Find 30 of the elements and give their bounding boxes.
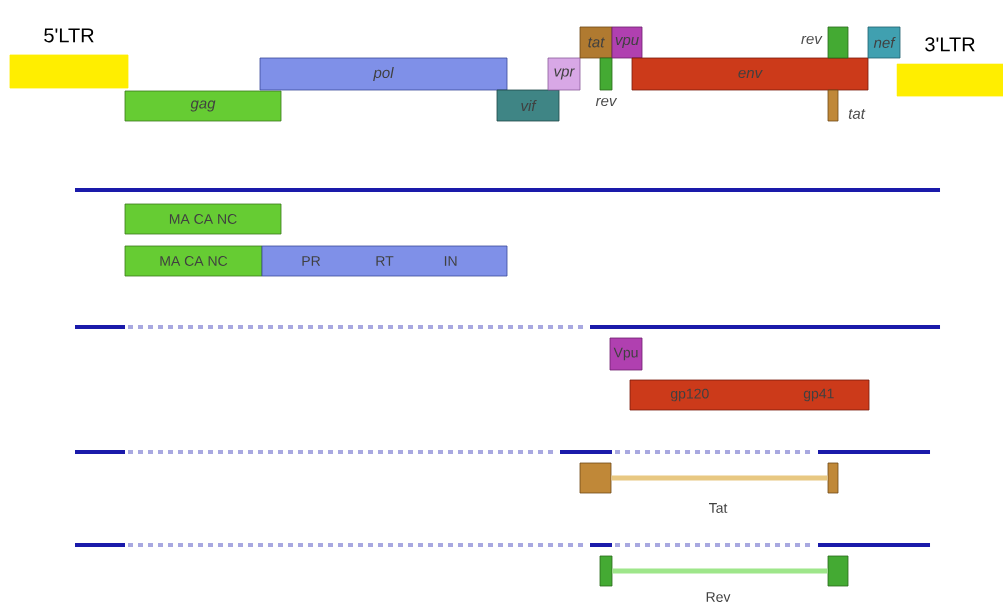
gene-box: tat (579, 26, 613, 59)
node-label: 5'LTR (44, 28, 94, 43)
exon-box (579, 462, 612, 494)
intron-link (611, 475, 828, 481)
node-label: rev (801, 35, 823, 45)
gene-box: vpr (547, 57, 581, 91)
gene-box: env (631, 57, 869, 91)
gene-box: rev (801, 26, 849, 59)
gene-box: nef (867, 26, 901, 59)
exon-box (827, 462, 839, 494)
protein-label: Rev (706, 592, 731, 602)
intron-link (612, 568, 828, 574)
protein-label: Tat (709, 503, 728, 513)
exon-box: MA CA NC (124, 203, 282, 235)
gene-box: tat (827, 89, 866, 122)
gene-box: gag (124, 90, 282, 122)
gene-box: vpu (611, 26, 643, 59)
exon-box: Vpu (609, 337, 643, 371)
exon-box: gp120 gp41 (629, 379, 870, 411)
gene-box: vif (496, 89, 560, 122)
node-label: tat (848, 109, 866, 119)
node-label: rev (595, 97, 618, 107)
gene-box: pol (259, 57, 508, 91)
node-label: 3'LTR (925, 37, 975, 52)
exon-box: PR RT IN (261, 245, 508, 277)
gene-box: rev (595, 57, 618, 107)
ltr-bar: 5'LTR (9, 28, 129, 89)
exon-box: MA CA NC (124, 245, 263, 277)
exon-box (827, 555, 849, 587)
exon-box (599, 555, 613, 587)
